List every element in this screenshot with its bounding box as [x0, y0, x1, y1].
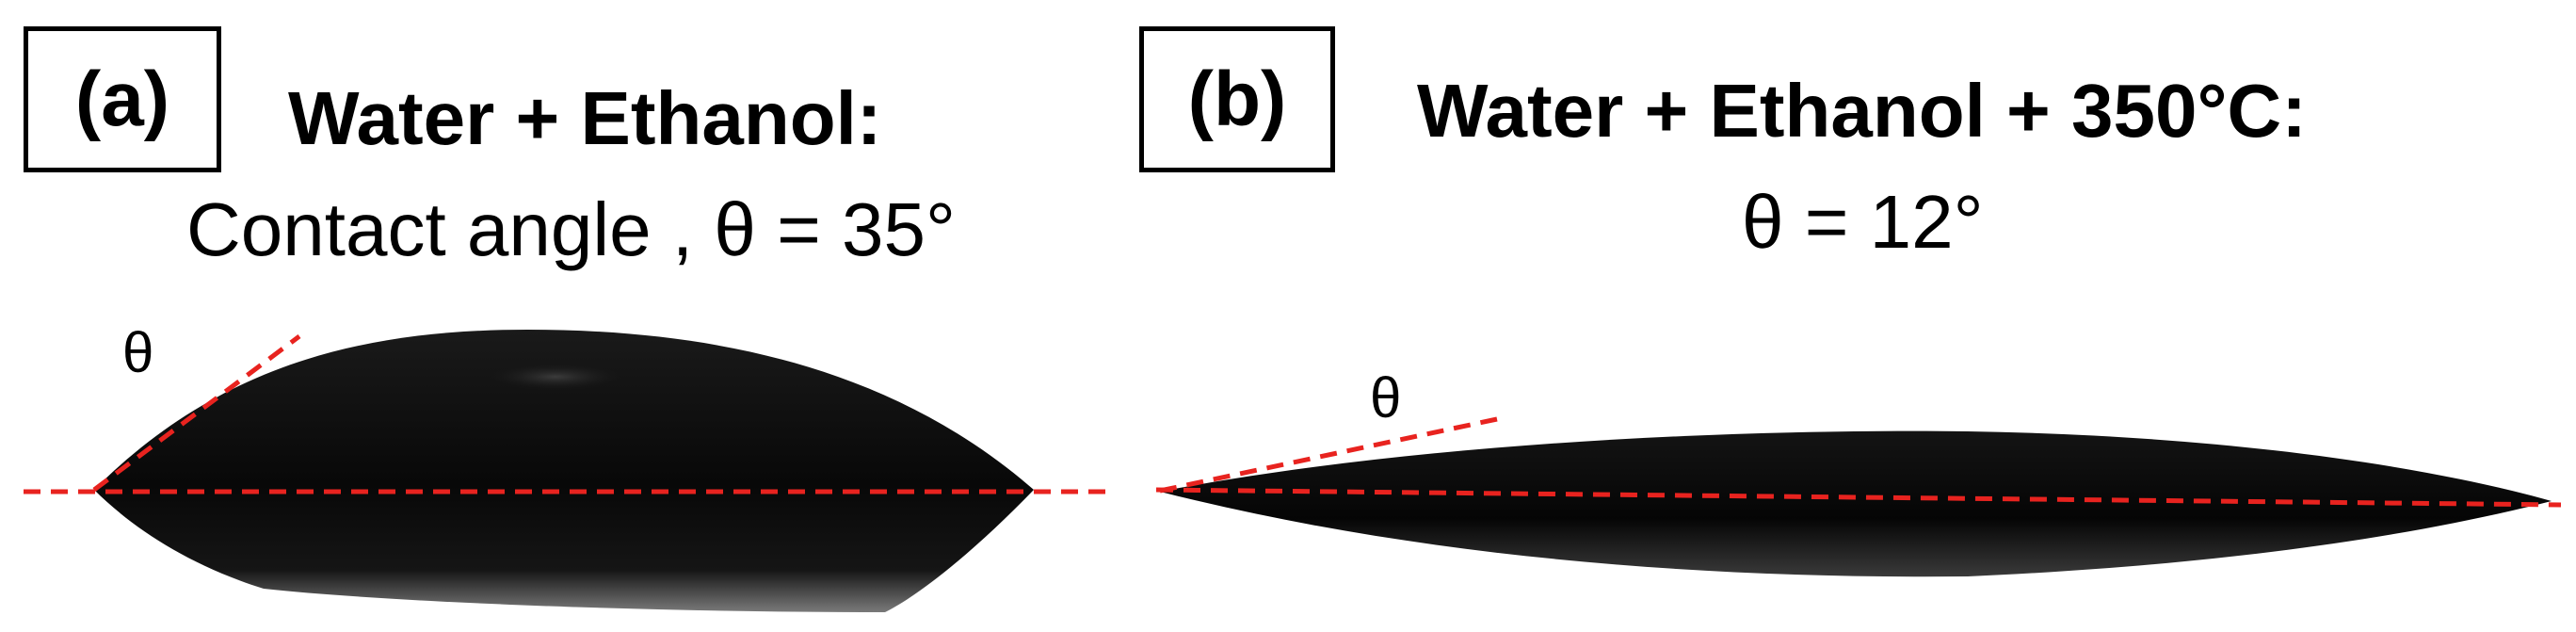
- panel-b-label-box: (b): [1139, 26, 1335, 172]
- droplet-b: [1160, 430, 2552, 577]
- panel-a-label: (a): [74, 56, 170, 142]
- panel-b-title: Water + Ethanol + 350°C:: [1417, 69, 2307, 153]
- panel-a-label-box: (a): [24, 26, 221, 172]
- tangent-line-a: [92, 333, 301, 493]
- baseline-b: [1155, 487, 2562, 508]
- panel-a-theta-label: θ: [122, 321, 154, 384]
- panel-b-label: (b): [1187, 56, 1287, 142]
- droplet-a-highlight: [490, 364, 621, 390]
- panel-a-title: Water + Ethanol:: [288, 76, 882, 160]
- panel-a-subtitle: Contact angle , θ = 35°: [186, 187, 956, 271]
- panel-b-subtitle: θ = 12°: [1742, 180, 1984, 264]
- panel-b-theta-label: θ: [1370, 366, 1402, 429]
- droplet-a: [94, 330, 1034, 612]
- tangent-line-b: [1159, 416, 1498, 494]
